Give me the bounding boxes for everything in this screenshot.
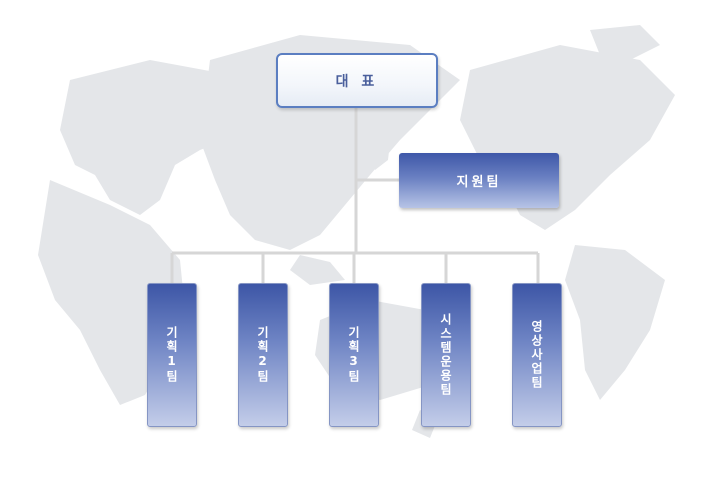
team-box-system-operations: 시스템운용팀	[421, 283, 471, 427]
team-box-planning-2: 기획2팀	[238, 283, 288, 427]
team-box-video-business: 영상사업팀	[512, 283, 562, 427]
team-box-planning-3: 기획3팀	[329, 283, 379, 427]
support-team-box: 지원팀	[399, 153, 559, 208]
team-box-planning-1: 기획1팀	[147, 283, 197, 427]
ceo-box: 대 표	[276, 53, 438, 108]
